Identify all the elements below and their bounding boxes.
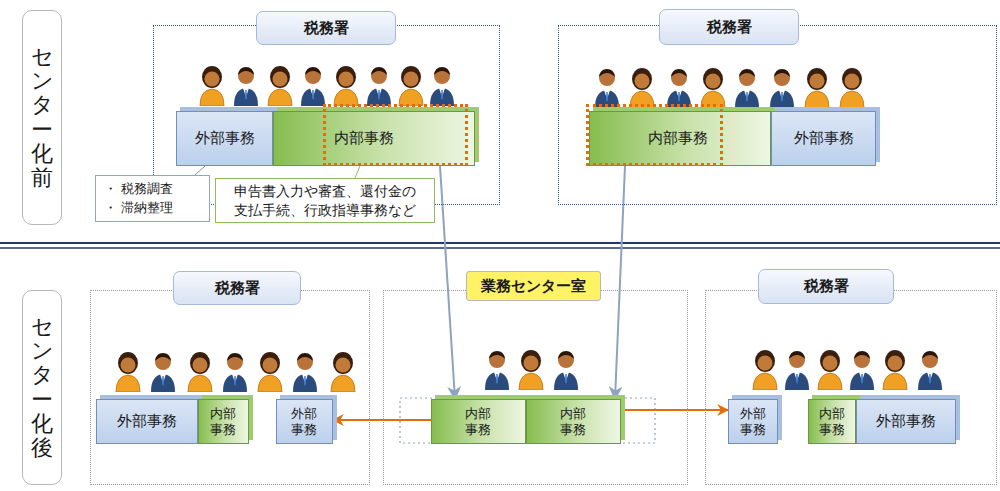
flow-arrow xyxy=(615,166,625,399)
person-icon xyxy=(223,353,247,392)
task-bar-text: 内部事務 xyxy=(648,129,708,148)
office-region: 税務署外部事務内部事務外部事務 xyxy=(705,290,997,485)
person-icon xyxy=(485,351,509,390)
person-icon xyxy=(430,67,454,106)
leader-line xyxy=(355,166,360,178)
region-heading: 税務署 xyxy=(256,11,396,45)
person-icon xyxy=(770,69,794,108)
task-bar: 外部事務 xyxy=(728,399,778,444)
task-bar: 内部事務 xyxy=(273,111,475,166)
region-heading: 税務署 xyxy=(173,271,301,305)
person-icon xyxy=(595,69,619,108)
flow-arrow xyxy=(621,409,728,411)
note-box-text: ・ 滞納整理 xyxy=(104,199,201,218)
person-icon xyxy=(116,352,140,392)
task-bar-text: 外部事務 xyxy=(195,129,255,148)
task-bar: 内部事務 xyxy=(198,399,249,444)
person-icon xyxy=(234,67,258,106)
task-bar: 内部事務 xyxy=(808,399,856,444)
center-region: 業務センター室内部事務内部事務 xyxy=(383,290,688,485)
office-region: 税務署内部事務外部事務 xyxy=(558,25,997,205)
note-box: 申告書入力や審査、還付金の支払手続、行政指導事務など xyxy=(215,178,435,223)
person-icon xyxy=(918,351,942,390)
person-icon xyxy=(258,352,282,392)
person-icon xyxy=(331,352,355,392)
person-icon xyxy=(850,351,874,390)
task-bar-text: 外部事務 xyxy=(291,406,318,437)
note-box: ・ 税務調査・ 滞納整理 xyxy=(95,175,210,222)
double-separator xyxy=(0,243,1000,248)
person-icon xyxy=(667,69,691,108)
task-bar: 内部事務 xyxy=(589,111,771,166)
staff-icons xyxy=(116,66,942,392)
person-icon xyxy=(630,68,654,108)
person-icon xyxy=(883,350,907,390)
person-icon xyxy=(399,66,423,106)
stage-label-text: センター化後 xyxy=(31,315,53,460)
task-bar-text: 内部事務 xyxy=(210,406,237,437)
person-icon xyxy=(367,67,391,106)
note-box-text: 申告書入力や審査、還付金の支払手続、行政指導事務など xyxy=(234,182,416,220)
task-bar: 外部事務 xyxy=(856,399,956,444)
task-bar-text: 内部事務 xyxy=(465,406,492,437)
person-icon xyxy=(519,350,543,390)
person-icon xyxy=(301,67,325,106)
flow-arrow xyxy=(333,419,431,421)
task-bar-text: 外部事務 xyxy=(740,406,767,437)
region-heading: 業務センター室 xyxy=(466,271,601,301)
task-bar: 内部事務 xyxy=(526,399,621,444)
person-icon xyxy=(293,353,317,392)
task-bar: 外部事務 xyxy=(176,111,273,166)
person-icon xyxy=(268,66,292,106)
task-bar-text: 内部事務 xyxy=(560,406,587,437)
task-bar-text: 内部事務 xyxy=(819,406,846,437)
task-bar: 外部事務 xyxy=(771,111,876,166)
center-bar-outline xyxy=(400,398,655,443)
person-icon xyxy=(785,351,809,390)
leader-line xyxy=(195,166,205,175)
person-icon xyxy=(334,66,358,106)
person-icon xyxy=(151,353,175,392)
note-box-text: ・ 税務調査 xyxy=(104,180,201,199)
person-icon xyxy=(701,68,725,108)
person-icon xyxy=(735,69,759,108)
person-icon xyxy=(188,352,212,392)
task-bar: 外部事務 xyxy=(96,399,198,444)
person-icon xyxy=(753,350,777,390)
task-bar-text: 外部事務 xyxy=(794,129,854,148)
stage-label-text: センター化前 xyxy=(31,45,53,190)
task-bar-text: 外部事務 xyxy=(117,412,177,431)
person-icon xyxy=(818,350,842,390)
person-icon xyxy=(840,68,864,108)
task-bar-text: 外部事務 xyxy=(876,412,936,431)
stage-label: センター化前 xyxy=(22,10,62,225)
office-region: 税務署外部事務内部事務外部事務 xyxy=(90,290,370,485)
task-bar: 外部事務 xyxy=(276,399,333,444)
person-icon xyxy=(554,351,578,390)
person-icon xyxy=(200,66,224,106)
stage-label: センター化後 xyxy=(22,290,62,485)
person-icon xyxy=(805,68,829,108)
task-bar-text: 内部事務 xyxy=(334,129,394,148)
task-bar: 内部事務 xyxy=(431,399,526,444)
region-heading: 税務署 xyxy=(758,269,894,304)
flow-arrow xyxy=(440,166,455,399)
region-heading: 税務署 xyxy=(659,9,799,45)
